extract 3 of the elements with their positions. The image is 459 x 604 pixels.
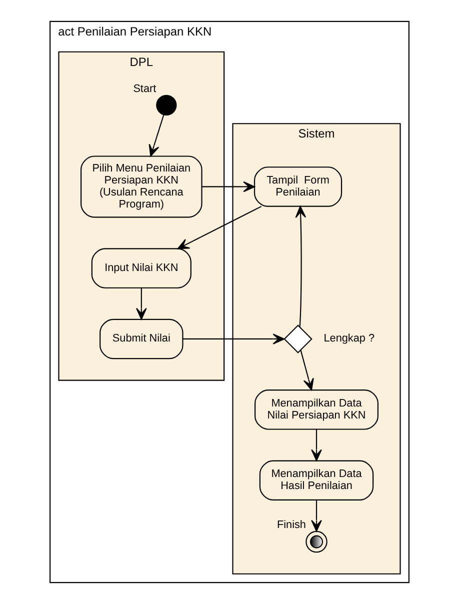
node-label: Start [133,83,156,96]
node-label: Lengkap ? [324,332,374,345]
node-label: Finish [277,519,306,532]
